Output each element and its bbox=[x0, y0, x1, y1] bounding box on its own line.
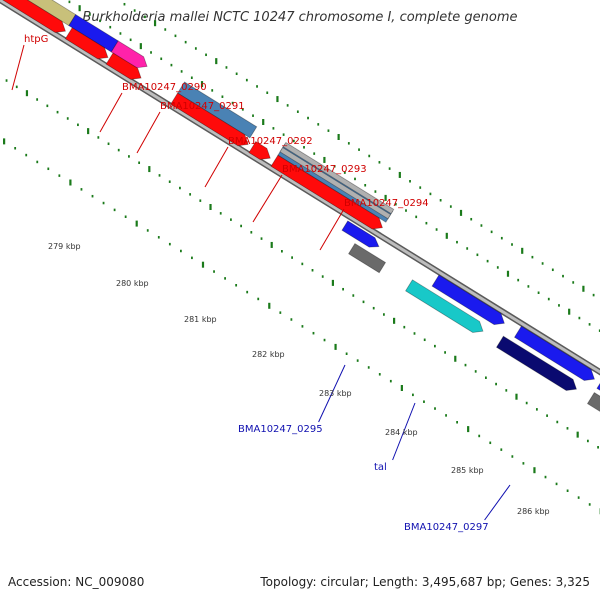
scale-label: 279 kbp bbox=[48, 242, 81, 251]
gene-label[interactable]: BMA10247_0292 bbox=[228, 136, 313, 147]
leader-line bbox=[484, 484, 511, 521]
gene-BMA10247_0292[interactable] bbox=[177, 81, 258, 139]
backbone bbox=[0, 0, 600, 374]
scale-label: 284 kbp bbox=[385, 428, 418, 437]
leader-line bbox=[319, 208, 345, 251]
leader-line bbox=[11, 44, 25, 91]
leader-line bbox=[252, 174, 283, 223]
accession-label: Accession: NC_009080 bbox=[8, 575, 145, 589]
cds-forward[interactable] bbox=[105, 52, 142, 80]
cds-reverse[interactable] bbox=[586, 392, 600, 429]
leader-line bbox=[99, 92, 123, 133]
map-title: Burkholderia mallei NCTC 10247 chromosom… bbox=[82, 10, 518, 25]
gene-label[interactable]: BMA10247_0293 bbox=[282, 164, 367, 175]
gene-label[interactable]: tal bbox=[374, 462, 387, 473]
scale-label: 282 kbp bbox=[252, 350, 285, 359]
cds-forward[interactable] bbox=[64, 27, 109, 60]
cds-reverse[interactable] bbox=[431, 274, 505, 326]
gene-BMA10247_0295[interactable] bbox=[348, 243, 387, 274]
genome-stats-label: Topology: circular; Length: 3,495,687 bp… bbox=[260, 575, 590, 589]
scale-label: 280 kbp bbox=[116, 279, 149, 288]
gene-label[interactable]: BMA10247_0297 bbox=[404, 522, 489, 533]
gene-label[interactable]: BMA10247_0291 bbox=[160, 101, 245, 112]
leader-line bbox=[136, 111, 161, 154]
gene-label[interactable]: BMA10247_0295 bbox=[238, 424, 323, 435]
gene-BMA10247_0291[interactable] bbox=[110, 40, 148, 69]
leader-line bbox=[392, 402, 416, 461]
cds-reverse[interactable] bbox=[341, 220, 380, 248]
cds-forward[interactable] bbox=[270, 154, 383, 230]
gene-BMA10247_0294-shadow[interactable] bbox=[282, 141, 395, 215]
scale-label: 283 kbp bbox=[319, 389, 352, 398]
leader-line bbox=[204, 146, 229, 188]
cds-forward[interactable] bbox=[248, 140, 271, 160]
scale-label: 285 kbp bbox=[451, 466, 484, 475]
gene-label[interactable]: BMA10247_0290 bbox=[122, 82, 207, 93]
gene-label[interactable]: BMA10247_0294 bbox=[344, 198, 429, 209]
gene-BMA10247_0297[interactable] bbox=[495, 335, 577, 391]
gene-label[interactable]: htpG bbox=[24, 34, 48, 45]
scale-label: 281 kbp bbox=[184, 315, 217, 324]
cds-forward[interactable] bbox=[0, 0, 66, 33]
leader-line bbox=[318, 364, 346, 423]
cds-forward[interactable] bbox=[170, 92, 249, 147]
scale-label: 286 kbp bbox=[517, 507, 550, 516]
cds-reverse[interactable] bbox=[596, 377, 600, 409]
gene-tal[interactable] bbox=[405, 279, 484, 333]
gene-BMA10247_0294[interactable] bbox=[279, 147, 392, 220]
cds-reverse[interactable] bbox=[513, 325, 595, 381]
